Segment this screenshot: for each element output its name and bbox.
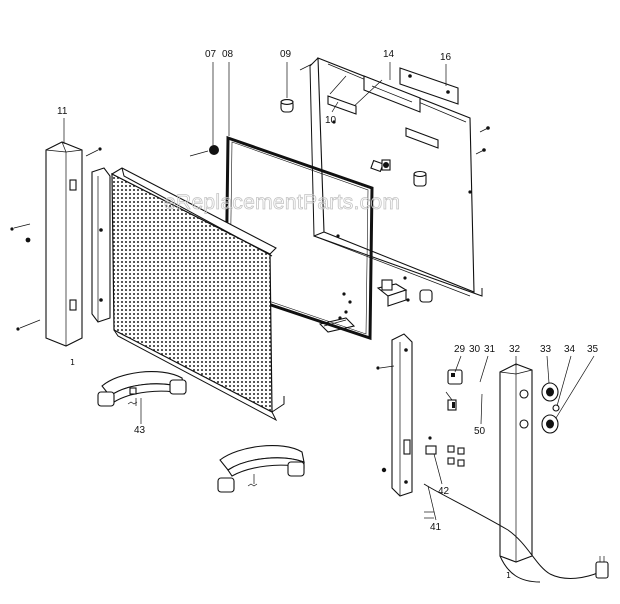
callout-33: 33 <box>540 344 552 355</box>
callout-11: 11 <box>57 106 68 117</box>
spacer-ring <box>189 145 219 157</box>
callout-43: 43 <box>134 425 146 436</box>
bushing <box>280 99 294 113</box>
lower-switch-assembly <box>318 279 433 333</box>
watermark: eReplacementParts.com <box>164 191 400 214</box>
right-side-cover <box>499 363 533 563</box>
left-inner-rail <box>91 167 111 323</box>
indicator-lens <box>552 404 560 412</box>
foot-right <box>217 445 305 493</box>
wire-connectors <box>376 365 465 519</box>
left-foot-mark: 1 <box>70 358 75 367</box>
callout-08: 08 <box>222 49 234 60</box>
callout-09: 09 <box>280 49 292 60</box>
foot-left <box>97 371 187 407</box>
callout-30: 30 <box>469 344 481 355</box>
right-inner-rail <box>391 333 413 497</box>
panel-knob <box>413 170 427 187</box>
callout-35: 35 <box>587 344 599 355</box>
control-knob-lower <box>541 414 559 434</box>
thermostat-switch <box>445 369 463 411</box>
control-knob-upper <box>541 382 559 402</box>
power-cord <box>423 483 601 583</box>
terminal-block <box>370 159 391 173</box>
mesh-grille-panel <box>110 167 285 422</box>
callout-41: 41 <box>430 522 442 533</box>
left-side-cover <box>45 141 83 347</box>
callout-29: 29 <box>454 344 466 355</box>
callout-31: 31 <box>484 344 496 355</box>
control-board <box>329 75 421 113</box>
panel-screws <box>299 63 490 320</box>
callout-50: 50 <box>474 426 486 437</box>
callout-16: 16 <box>440 52 452 63</box>
callout-labels: 07 08 09 14 16 10 11 29 30 31 32 33 34 3… <box>57 49 599 580</box>
callout-32: 32 <box>509 344 521 355</box>
cover-plate <box>399 67 459 105</box>
callout-14: 14 <box>383 49 395 60</box>
callout-34: 34 <box>564 344 576 355</box>
callout-07: 07 <box>205 49 217 60</box>
mounting-bracket-left <box>327 95 439 149</box>
leader-lines <box>63 62 595 521</box>
plug-icon <box>595 556 609 579</box>
callout-42: 42 <box>438 486 450 497</box>
callout-10: 10 <box>325 115 337 126</box>
left-screws <box>10 147 102 331</box>
right-foot-mark: 1 <box>506 571 511 580</box>
